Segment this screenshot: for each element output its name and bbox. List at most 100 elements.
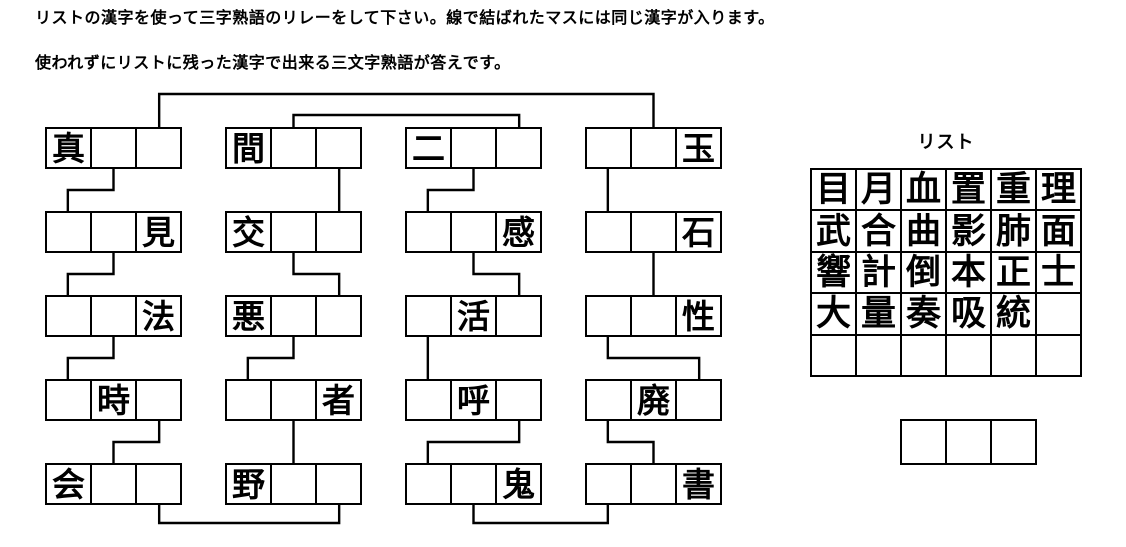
puzzle-box: 野 — [225, 463, 362, 505]
puzzle-cell-empty[interactable] — [497, 129, 540, 167]
puzzle-cell-empty[interactable] — [317, 297, 360, 335]
puzzle-cell-empty[interactable] — [47, 381, 90, 419]
list-cell-empty — [1037, 335, 1080, 375]
puzzle-cell-filled: 鬼 — [497, 465, 540, 503]
puzzle-cell-empty[interactable] — [317, 129, 360, 167]
connector-line — [426, 169, 475, 211]
puzzle-cell-empty[interactable] — [587, 297, 630, 335]
list-cell-empty — [1037, 294, 1080, 334]
puzzle-cell-empty[interactable] — [92, 129, 135, 167]
puzzle-cell-empty[interactable] — [632, 213, 675, 251]
puzzle-cell-empty[interactable] — [137, 129, 180, 167]
list-cell: 計 — [857, 252, 900, 293]
answer-cell[interactable] — [947, 421, 990, 463]
puzzle-box: 鬼 — [405, 463, 542, 505]
puzzle-cell-empty[interactable] — [452, 213, 495, 251]
list-cell: 肺 — [992, 211, 1035, 251]
puzzle-cell-empty[interactable] — [272, 297, 315, 335]
connector-line — [157, 92, 655, 127]
connector-line — [157, 505, 341, 525]
puzzle-box: 会 — [45, 463, 182, 505]
puzzle-cell-empty[interactable] — [92, 297, 135, 335]
puzzle-box: 時 — [45, 379, 182, 421]
puzzle-cell-empty[interactable] — [497, 381, 540, 419]
puzzle-cell-empty[interactable] — [92, 465, 135, 503]
list-cell: 理 — [1037, 170, 1080, 210]
puzzle-cell-filled: 会 — [47, 465, 90, 503]
puzzle-cell-filled: 呼 — [452, 381, 495, 419]
puzzle-box: 交 — [225, 211, 362, 253]
answer-cell[interactable] — [902, 421, 945, 463]
puzzle-cell-empty[interactable] — [632, 129, 675, 167]
puzzle-cell-empty[interactable] — [497, 297, 540, 335]
puzzle-cell-empty[interactable] — [272, 213, 315, 251]
list-cell: 本 — [947, 252, 990, 293]
puzzle-cell-empty[interactable] — [137, 465, 180, 503]
puzzle-cell-empty[interactable] — [317, 465, 360, 503]
puzzle-cell-filled: 者 — [317, 381, 360, 419]
puzzle-cell-empty[interactable] — [407, 465, 450, 503]
list-cell: 正 — [992, 252, 1035, 293]
puzzle-box: 活 — [405, 295, 542, 337]
list-cell: 重 — [992, 170, 1035, 210]
list-cell: 曲 — [902, 211, 945, 251]
list-cell: 血 — [902, 170, 945, 210]
puzzle-box: 石 — [585, 211, 722, 253]
puzzle-box: 二 — [405, 127, 542, 169]
puzzle-cell-filled: 二 — [407, 129, 450, 167]
list-cell: 倒 — [902, 252, 945, 293]
puzzle-cell-filled: 野 — [227, 465, 270, 503]
puzzle-cell-empty[interactable] — [407, 381, 450, 419]
puzzle-cell-empty[interactable] — [227, 381, 270, 419]
puzzle-cell-empty[interactable] — [47, 213, 90, 251]
puzzle-box: 者 — [225, 379, 362, 421]
connector-line — [606, 421, 655, 463]
puzzle-cell-empty[interactable] — [407, 297, 450, 335]
puzzle-cell-empty[interactable] — [317, 213, 360, 251]
puzzle-box: 性 — [585, 295, 722, 337]
list-cell: 奏 — [902, 294, 945, 334]
list-cell: 士 — [1037, 252, 1080, 293]
list-cell: 吸 — [947, 294, 990, 334]
puzzle-cell-filled: 玉 — [677, 129, 720, 167]
list-cell: 大 — [812, 294, 855, 334]
puzzle-cell-empty[interactable] — [47, 297, 90, 335]
puzzle-cell-filled: 時 — [92, 381, 135, 419]
connector-line — [112, 421, 161, 463]
puzzle-cell-empty[interactable] — [677, 381, 720, 419]
puzzle-cell-empty[interactable] — [272, 465, 315, 503]
puzzle-cell-empty[interactable] — [587, 213, 630, 251]
puzzle-cell-filled: 書 — [677, 465, 720, 503]
puzzle-cell-empty[interactable] — [272, 381, 315, 419]
puzzle-cell-empty[interactable] — [632, 297, 675, 335]
puzzle-cell-empty[interactable] — [587, 465, 630, 503]
puzzle-cell-empty[interactable] — [407, 213, 450, 251]
puzzle-cell-empty[interactable] — [137, 381, 180, 419]
puzzle-cell-empty[interactable] — [92, 213, 135, 251]
puzzle-cell-filled: 法 — [137, 297, 180, 335]
puzzle-cell-empty[interactable] — [452, 465, 495, 503]
puzzle-box: 間 — [225, 127, 362, 169]
connector-line — [472, 253, 521, 295]
puzzle-cell-filled: 感 — [497, 213, 540, 251]
puzzle-cell-filled: 性 — [677, 297, 720, 335]
connector-line — [66, 337, 115, 379]
puzzle-cell-filled: 見 — [137, 213, 180, 251]
list-cell: 面 — [1037, 211, 1080, 251]
list-cell: 置 — [947, 170, 990, 210]
puzzle-cell-empty[interactable] — [632, 465, 675, 503]
list-cell-empty — [947, 335, 990, 375]
puzzle-cell-empty[interactable] — [587, 129, 630, 167]
puzzle-cell-empty[interactable] — [587, 381, 630, 419]
puzzle-cell-empty[interactable] — [272, 129, 315, 167]
puzzle-box: 見 — [45, 211, 182, 253]
puzzle-cell-filled: 間 — [227, 129, 270, 167]
list-cell-empty — [902, 335, 945, 375]
puzzle-cell-empty[interactable] — [452, 129, 495, 167]
list-cell: 影 — [947, 211, 990, 251]
list-cell: 量 — [857, 294, 900, 334]
connector-line — [292, 113, 521, 127]
answer-cell[interactable] — [992, 421, 1035, 463]
list-cell: 合 — [857, 211, 900, 251]
